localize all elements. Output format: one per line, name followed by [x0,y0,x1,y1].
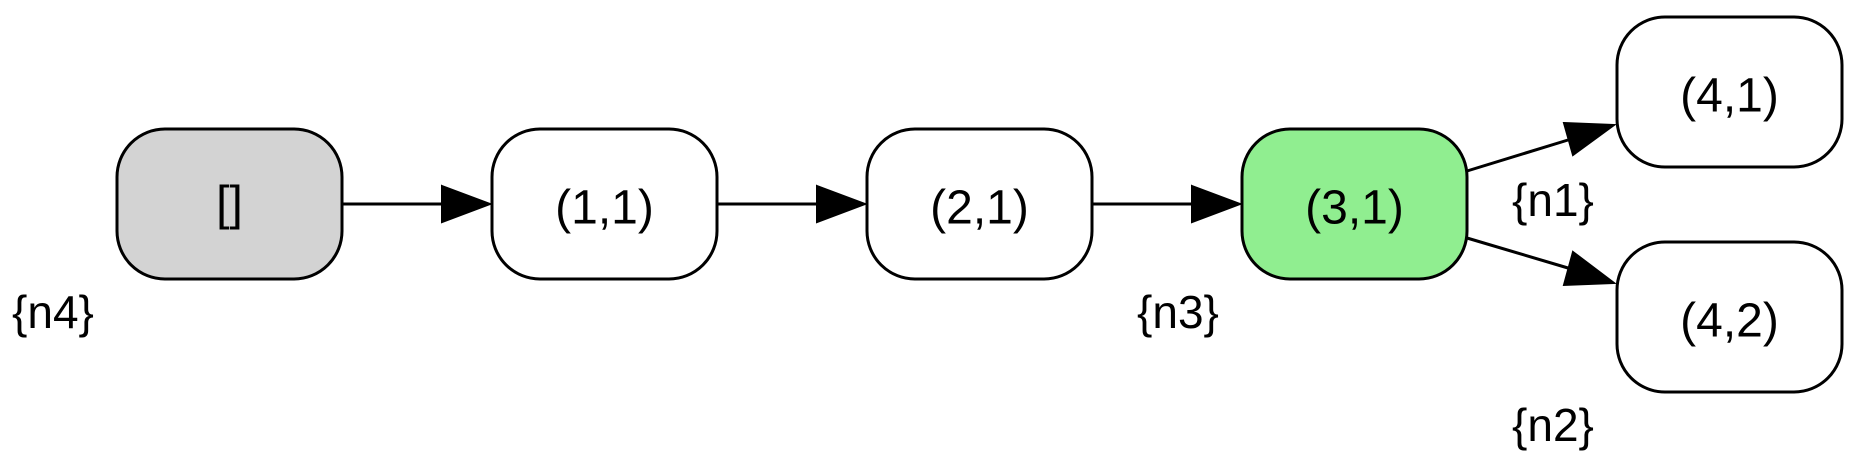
node-2-1-box [865,127,1094,281]
node-1-1-label: (1,1) [555,182,654,235]
edge-n31-to-n41 [1466,121,1617,173]
node-root-box [115,127,344,281]
node-1-1-box [490,127,719,281]
side-labels: {n4} {n3} {n1} {n2} [12,174,1594,451]
edge-n11-to-n21 [717,184,868,224]
node-3-1-box [1240,127,1469,281]
edge-root-to-n11 [342,184,493,224]
edge-n31-to-n42 [1466,236,1617,287]
node-4-2-label: (4,2) [1680,295,1779,348]
nodes: [] (1,1) (2,1) (3,1) (4,1) (4,2) [115,15,1844,394]
node-4-2[interactable]: (4,2) [1615,240,1844,394]
node-root-label: [] [216,178,243,231]
label-n3: {n3} [1137,286,1219,338]
node-2-1-label: (2,1) [930,182,1029,235]
node-1-1[interactable]: (1,1) [490,127,719,281]
label-n4: {n4} [12,286,94,338]
node-4-1[interactable]: (4,1) [1615,15,1844,169]
node-4-1-box [1615,15,1844,169]
node-root[interactable]: [] [115,127,344,281]
edges [342,121,1617,287]
node-4-1-label: (4,1) [1680,70,1779,123]
label-n2: {n2} [1512,399,1594,451]
node-3-1-label: (3,1) [1305,182,1404,235]
edge-n21-to-n31 [1092,184,1243,224]
label-n1: {n1} [1512,174,1594,226]
node-2-1[interactable]: (2,1) [865,127,1094,281]
node-4-2-box [1615,240,1844,394]
node-3-1[interactable]: (3,1) [1240,127,1469,281]
